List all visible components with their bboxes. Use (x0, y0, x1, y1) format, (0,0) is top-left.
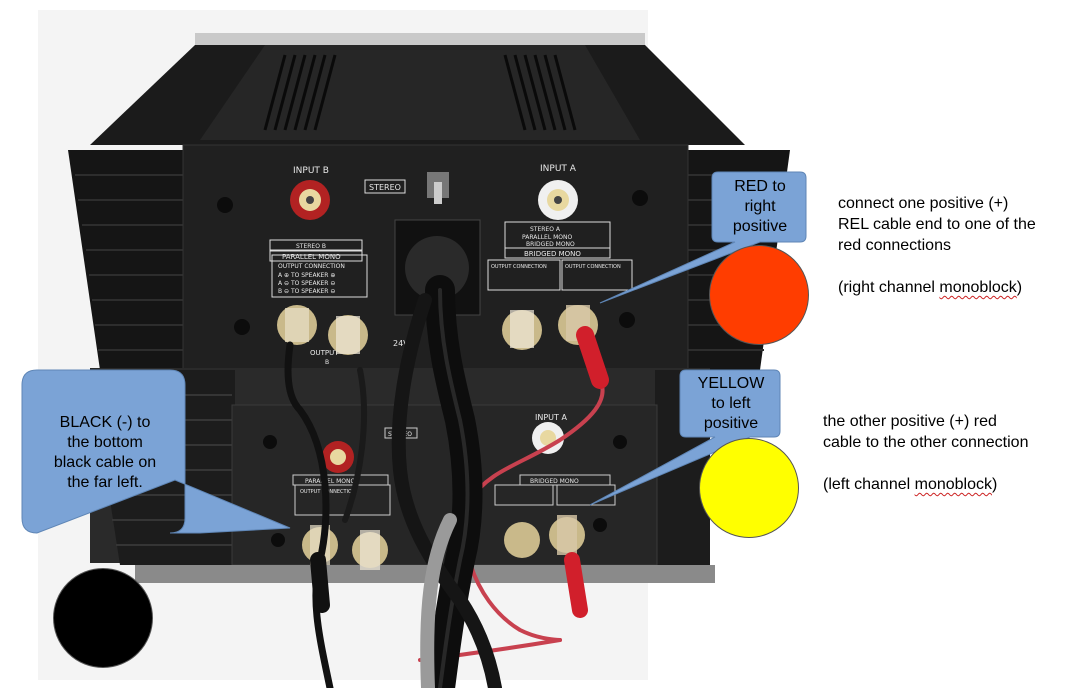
output-b-label: B (325, 359, 329, 366)
cables (284, 275, 609, 688)
row-a-minus-label: A ⊖ TO SPEAKER ⊖ (278, 280, 335, 287)
right-channel-word: monoblock (939, 279, 1017, 296)
row-a-plus-label: A ⊕ TO SPEAKER ⊕ (278, 272, 335, 279)
parallel-mono-label: PARALLEL MONO (282, 253, 341, 261)
right-note-channel: (right channel monoblock) (838, 277, 1073, 298)
parallel-mono-a-label: PARALLEL MONO (522, 234, 572, 241)
bridged-mono-inner-label: BRIDGED MONO (526, 241, 575, 248)
voltage-label: 24V (393, 339, 409, 348)
left-channel-word: monoblock (914, 476, 992, 493)
output-connection-b-label: OUTPUT CONNECTION (565, 264, 621, 270)
bottom-input-a-label: INPUT A (535, 413, 567, 422)
row-b-label: B ⊖ TO SPEAKER ⊖ (278, 288, 335, 295)
input-b-label: INPUT B (293, 166, 329, 176)
left-channel-prefix: (left channel (823, 476, 915, 493)
output-connection-a-label: OUTPUT CONNECTION (491, 264, 547, 270)
right-channel-suffix: ) (1016, 279, 1023, 296)
bottom-bridged-mono-label: BRIDGED MONO (530, 478, 579, 485)
callout-red-text: RED to right positive (732, 178, 788, 235)
stereo-a-label: STEREO A (530, 226, 561, 233)
right-note-line-2: REL cable end to one of the (838, 216, 1036, 233)
callout-black (21, 369, 291, 534)
left-note-channel: (left channel monoblock) (823, 474, 1073, 495)
right-channel-prefix: (right channel (838, 279, 940, 296)
black-color-dot (53, 568, 153, 668)
left-note-line-2: cable to the other connection (823, 434, 1029, 451)
callout-yellow (589, 369, 781, 506)
right-channel-note: connect one positive (+) REL cable end t… (838, 193, 1073, 298)
bottom-parallel-mono-label: PARALLEL MONO (305, 478, 355, 485)
bridged-mono-label: BRIDGED MONO (524, 250, 581, 258)
input-a-label: INPUT A (540, 164, 577, 174)
callout-red (599, 171, 807, 304)
output-connection-label: OUTPUT CONNECTION (278, 263, 345, 270)
yellow-color-dot (699, 438, 799, 538)
stereo-label: STEREO (369, 183, 401, 192)
right-note-line-1: connect one positive (+) (838, 195, 1009, 212)
callout-black-text: BLACK (-) to the bottom black cable on t… (53, 414, 157, 491)
stereo-b-label: STEREO B (296, 243, 326, 250)
right-note-line-3: red connections (838, 237, 951, 254)
left-note-line-1: the other positive (+) red (823, 413, 997, 430)
left-channel-suffix: ) (991, 476, 998, 493)
output-label: OUTPUT (310, 349, 339, 357)
left-channel-note: the other positive (+) red cable to the … (823, 411, 1073, 495)
callout-yellow-text: YELLOW to left positive (697, 375, 765, 432)
red-color-dot (709, 245, 809, 345)
